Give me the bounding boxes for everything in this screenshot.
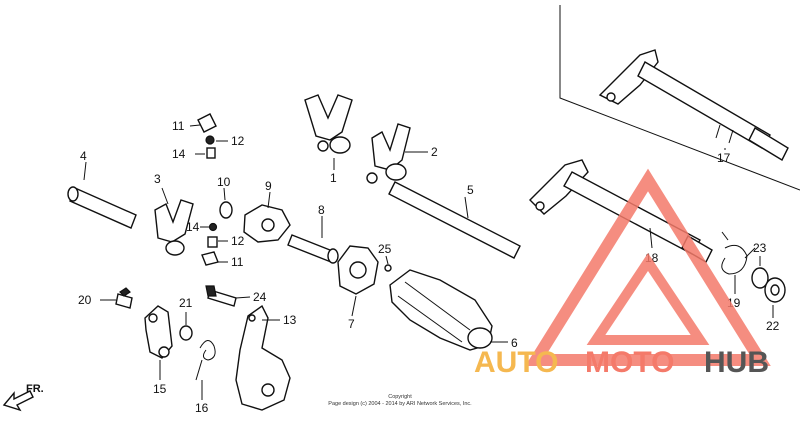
callout-22: 22 xyxy=(766,319,780,333)
part-fork-shaft-4 xyxy=(67,186,137,229)
callout-20: 20 xyxy=(78,293,92,307)
watermark-triangle-icon xyxy=(525,168,771,366)
part-guide-plate-13 xyxy=(235,304,291,411)
inset-frame xyxy=(559,5,800,191)
part-shift-fork-2 xyxy=(366,123,411,184)
callout-6: 6 xyxy=(511,336,518,350)
callout-labels: 1 2 3 4 5 6 7 8 9 10 11 11 12 12 13 14 1… xyxy=(78,119,780,415)
watermark-logo xyxy=(525,168,771,366)
callout-16: 16 xyxy=(195,401,209,415)
part-bolt-24 xyxy=(205,285,237,307)
part-spring-16 xyxy=(195,340,216,381)
part-washer-23 xyxy=(751,267,769,289)
part-bolt-20 xyxy=(115,287,133,309)
callout-3: 3 xyxy=(154,172,161,186)
part-shift-drum-6 xyxy=(389,269,493,351)
callout-5: 5 xyxy=(467,183,474,197)
part-shift-fork-1 xyxy=(304,94,353,154)
callout-1: 1 xyxy=(330,171,337,185)
part-pin-8 xyxy=(287,234,339,264)
part-small-bits-mid xyxy=(201,201,233,266)
callout-23: 23 xyxy=(753,241,767,255)
part-fork-shaft-5 xyxy=(388,181,521,259)
callout-25: 25 xyxy=(378,242,392,256)
part-small-bits-top xyxy=(197,113,217,159)
part-shift-fork-3 xyxy=(154,199,194,256)
arrow-down-left-icon xyxy=(2,390,34,412)
callout-4: 4 xyxy=(80,149,87,163)
part-gearshift-spindle-upper xyxy=(598,49,789,161)
callout-17: 17 xyxy=(717,151,731,165)
callout-15: 15 xyxy=(153,382,167,396)
part-stopper-arm-15 xyxy=(144,305,173,359)
copyright-line-2: Page design (c) 2004 - 2014 by ARI Netwo… xyxy=(328,401,472,407)
callout-12-top: 12 xyxy=(231,134,245,148)
callout-10: 10 xyxy=(217,175,231,189)
copyright-line-1: Copyright xyxy=(388,394,412,400)
callout-11-mid: 11 xyxy=(231,255,244,269)
watermark-moto: MOTO xyxy=(585,346,674,379)
callout-11-top: 11 xyxy=(172,119,185,133)
callout-2: 2 xyxy=(431,145,438,159)
part-washer-22-hole xyxy=(770,284,780,296)
front-direction-indicator: FR. xyxy=(2,383,44,412)
callout-14-top: 14 xyxy=(172,147,186,161)
watermark-inner-triangle-icon xyxy=(586,252,710,345)
part-drum-cam-9 xyxy=(243,204,291,243)
callout-8: 8 xyxy=(318,203,325,217)
part-collar-21 xyxy=(179,325,193,341)
part-pin-25 xyxy=(384,264,392,272)
callout-13: 13 xyxy=(283,313,297,327)
watermark-hub: HUB xyxy=(704,346,769,379)
leader-lines xyxy=(83,124,774,400)
callout-24: 24 xyxy=(253,290,267,304)
watermark-wordmark: AUTO MOTO HUB xyxy=(474,346,769,379)
callout-7: 7 xyxy=(348,317,355,331)
callout-9: 9 xyxy=(265,179,272,193)
callout-12-mid: 12 xyxy=(231,234,245,248)
part-return-spring xyxy=(721,231,756,275)
watermark-auto: AUTO xyxy=(474,346,558,379)
part-drum-center-7 xyxy=(337,245,379,295)
callout-21: 21 xyxy=(179,296,193,310)
direction-label: FR. xyxy=(26,383,44,395)
callout-14-mid: 14 xyxy=(186,220,200,234)
